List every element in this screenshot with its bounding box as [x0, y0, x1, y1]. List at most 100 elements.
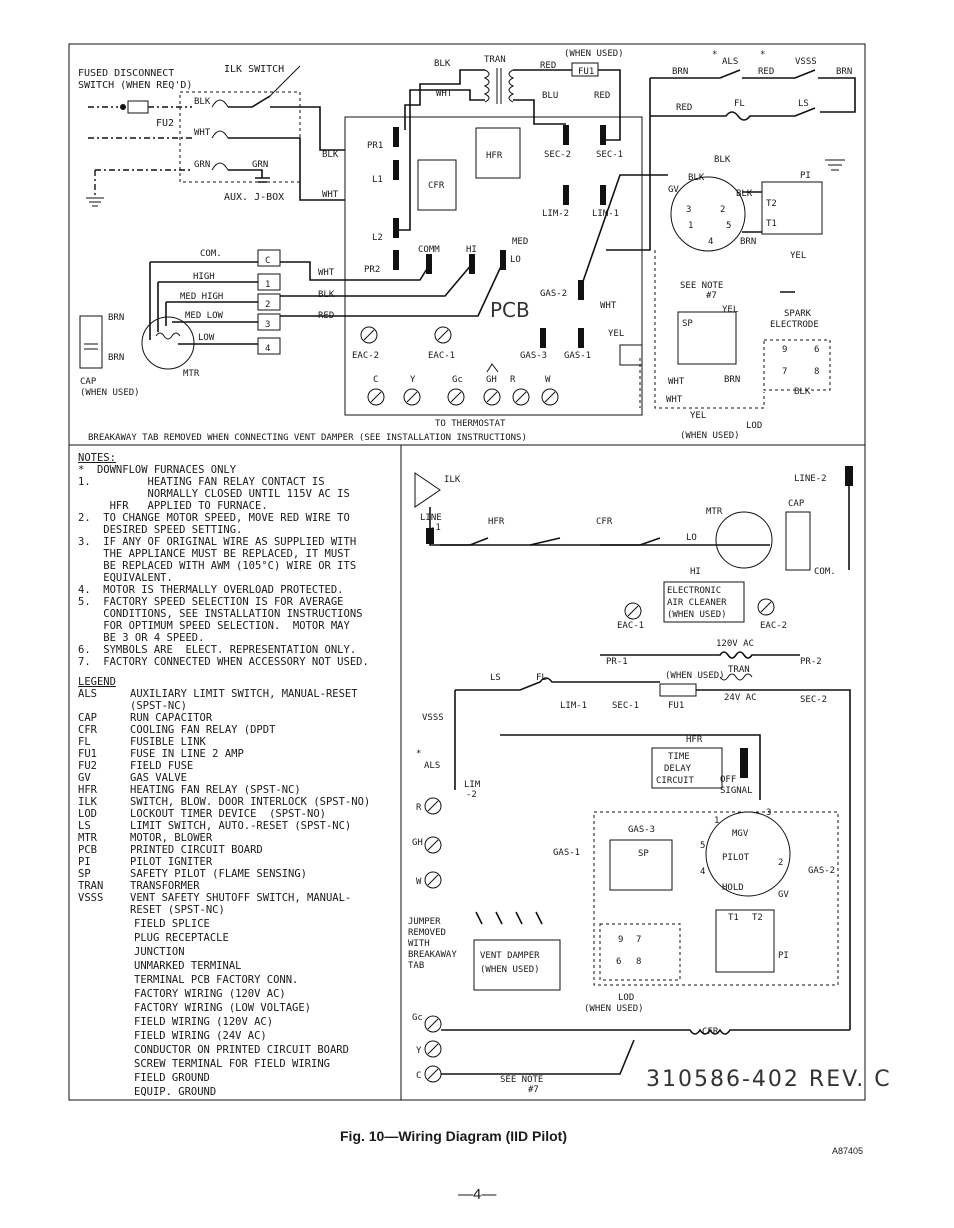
gv-blk-2-label: BLK: [688, 173, 705, 183]
mtr-label: MTR: [183, 369, 200, 379]
eac1-label: EAC-1: [428, 351, 455, 361]
vent-damper-label: VENT DAMPER: [480, 951, 540, 961]
gc-ladder-label: Gc: [412, 1013, 423, 1023]
circuit-label: CIRCUIT: [656, 776, 695, 786]
ilk-ladder-label: ILK: [444, 475, 461, 485]
sp-yel-label: YEL: [722, 305, 738, 315]
legend-symbol-item: FACTORY WIRING (120V AC): [134, 988, 286, 1000]
gas-control-field: [593, 811, 839, 986]
lo-terminal: [500, 250, 506, 270]
brn-label-sp: BRN: [724, 375, 740, 385]
legend-desc: PILOT IGNITER: [130, 856, 213, 868]
com-label: COM.: [200, 249, 222, 259]
legend-abbrev: [78, 700, 130, 712]
legend-symbol-item: EQUIP. GROUND: [134, 1086, 217, 1098]
yel-label-lod: YEL: [690, 411, 706, 421]
screw-terminal-gc: [447, 388, 465, 406]
mtr-ladder-label: MTR: [706, 507, 723, 517]
com-ladder-label: COM.: [814, 567, 836, 577]
tap-3-label: 3: [265, 320, 270, 330]
fu2-fuse: [127, 100, 149, 114]
eac-title-1: ELECTRONIC: [667, 586, 721, 596]
when-used-fu1: (WHEN USED): [665, 671, 725, 681]
lod-n7: 7: [782, 367, 787, 377]
page-number: —4—: [458, 1186, 497, 1203]
l1-terminal: [393, 160, 399, 180]
cfr-label: CFR: [428, 181, 445, 191]
jumper-gh: [486, 363, 499, 373]
ls-ladder-label: LS: [490, 673, 501, 683]
spark-label: SPARK: [784, 309, 812, 319]
pr2-terminal: [393, 250, 399, 270]
wire-gas2: [579, 174, 668, 291]
fused-disconnect-label: FUSED DISCONNECT: [78, 68, 174, 79]
pcb-speed-wires: [345, 261, 504, 317]
lod-ladder-box: [599, 923, 681, 981]
sp-box: [677, 311, 737, 365]
mgv-valve: [705, 811, 791, 897]
med-high-label: MED HIGH: [180, 292, 223, 302]
cfr-ladder-label: CFR: [596, 517, 613, 527]
when-used-label: (WHEN USED): [564, 49, 624, 59]
pr1-terminal: [393, 127, 399, 147]
tap-c-label: C: [265, 256, 270, 266]
tran-secondary-rung: [719, 673, 753, 681]
pcb-board: [344, 116, 643, 416]
lod-ladder-n8: 8: [636, 957, 641, 967]
legend-desc: (SPST-NC): [130, 700, 187, 712]
eac2-label: EAC-2: [352, 351, 379, 361]
legend-abbrev: LOD: [78, 808, 97, 820]
legend-symbol-item: FACTORY WIRING (LOW VOLTAGE): [134, 1002, 312, 1014]
gv-ladder-label: GV: [778, 890, 789, 900]
note-line: 1. HEATING FAN RELAY CONTACT IS: [78, 476, 325, 488]
pi-equip-ground: [825, 159, 845, 171]
wire-wht: [228, 137, 345, 201]
eac2-ladder-label: EAC-2: [760, 621, 787, 631]
tap-red-label: RED: [318, 311, 334, 321]
mgv-n1: 1: [714, 816, 719, 826]
tran-primary-wht: [399, 89, 485, 231]
terminal-c-label: C: [373, 375, 378, 385]
tran-blk-label: BLK: [434, 59, 451, 69]
fl-label: FL: [734, 99, 745, 109]
hi-ladder-label: HI: [690, 567, 701, 577]
gv-label: GV: [668, 185, 679, 195]
tap-4-label: 4: [265, 344, 270, 354]
lod-ladder-label: LOD: [618, 993, 634, 1003]
low-label: LOW: [198, 333, 215, 343]
cap-label: CAP: [80, 377, 97, 387]
tap-2-label: 2: [265, 300, 270, 310]
l1-label: L1: [372, 175, 383, 185]
gv-brn-label: BRN: [740, 237, 756, 247]
mgv-n4: 4: [700, 867, 705, 877]
legend-abbrev: GV: [78, 772, 91, 784]
pcb-label: PCB: [490, 298, 530, 322]
jumper-line-3: WITH: [408, 939, 430, 949]
hi-label: HI: [466, 245, 477, 255]
legend-abbrev: SP: [78, 868, 91, 880]
pi-box: [761, 181, 823, 235]
field-ground-symbol: [86, 197, 104, 207]
time-label: TIME: [668, 752, 690, 762]
tran-red-label: RED: [540, 61, 556, 71]
motor-lead-drops: [149, 262, 167, 340]
pi-ladder-box: [715, 909, 775, 973]
terminal-gh-label: GH: [486, 375, 497, 385]
als-red-label: RED: [758, 67, 774, 77]
lod-ladder-n7: 7: [636, 935, 641, 945]
legend-abbrev: CFR: [78, 724, 97, 736]
see-note-label: SEE NOTE: [680, 281, 723, 291]
lod-label: LOD: [746, 421, 762, 431]
sec2-label: SEC-2: [544, 150, 571, 160]
junction: [120, 104, 126, 110]
pr1-ladder-label: PR-1: [606, 657, 628, 667]
als-ladder-label: ALS: [424, 761, 440, 771]
screw-terminal-w: [541, 388, 559, 406]
signal-label: SIGNAL: [720, 786, 753, 796]
wire-red: [513, 69, 621, 141]
